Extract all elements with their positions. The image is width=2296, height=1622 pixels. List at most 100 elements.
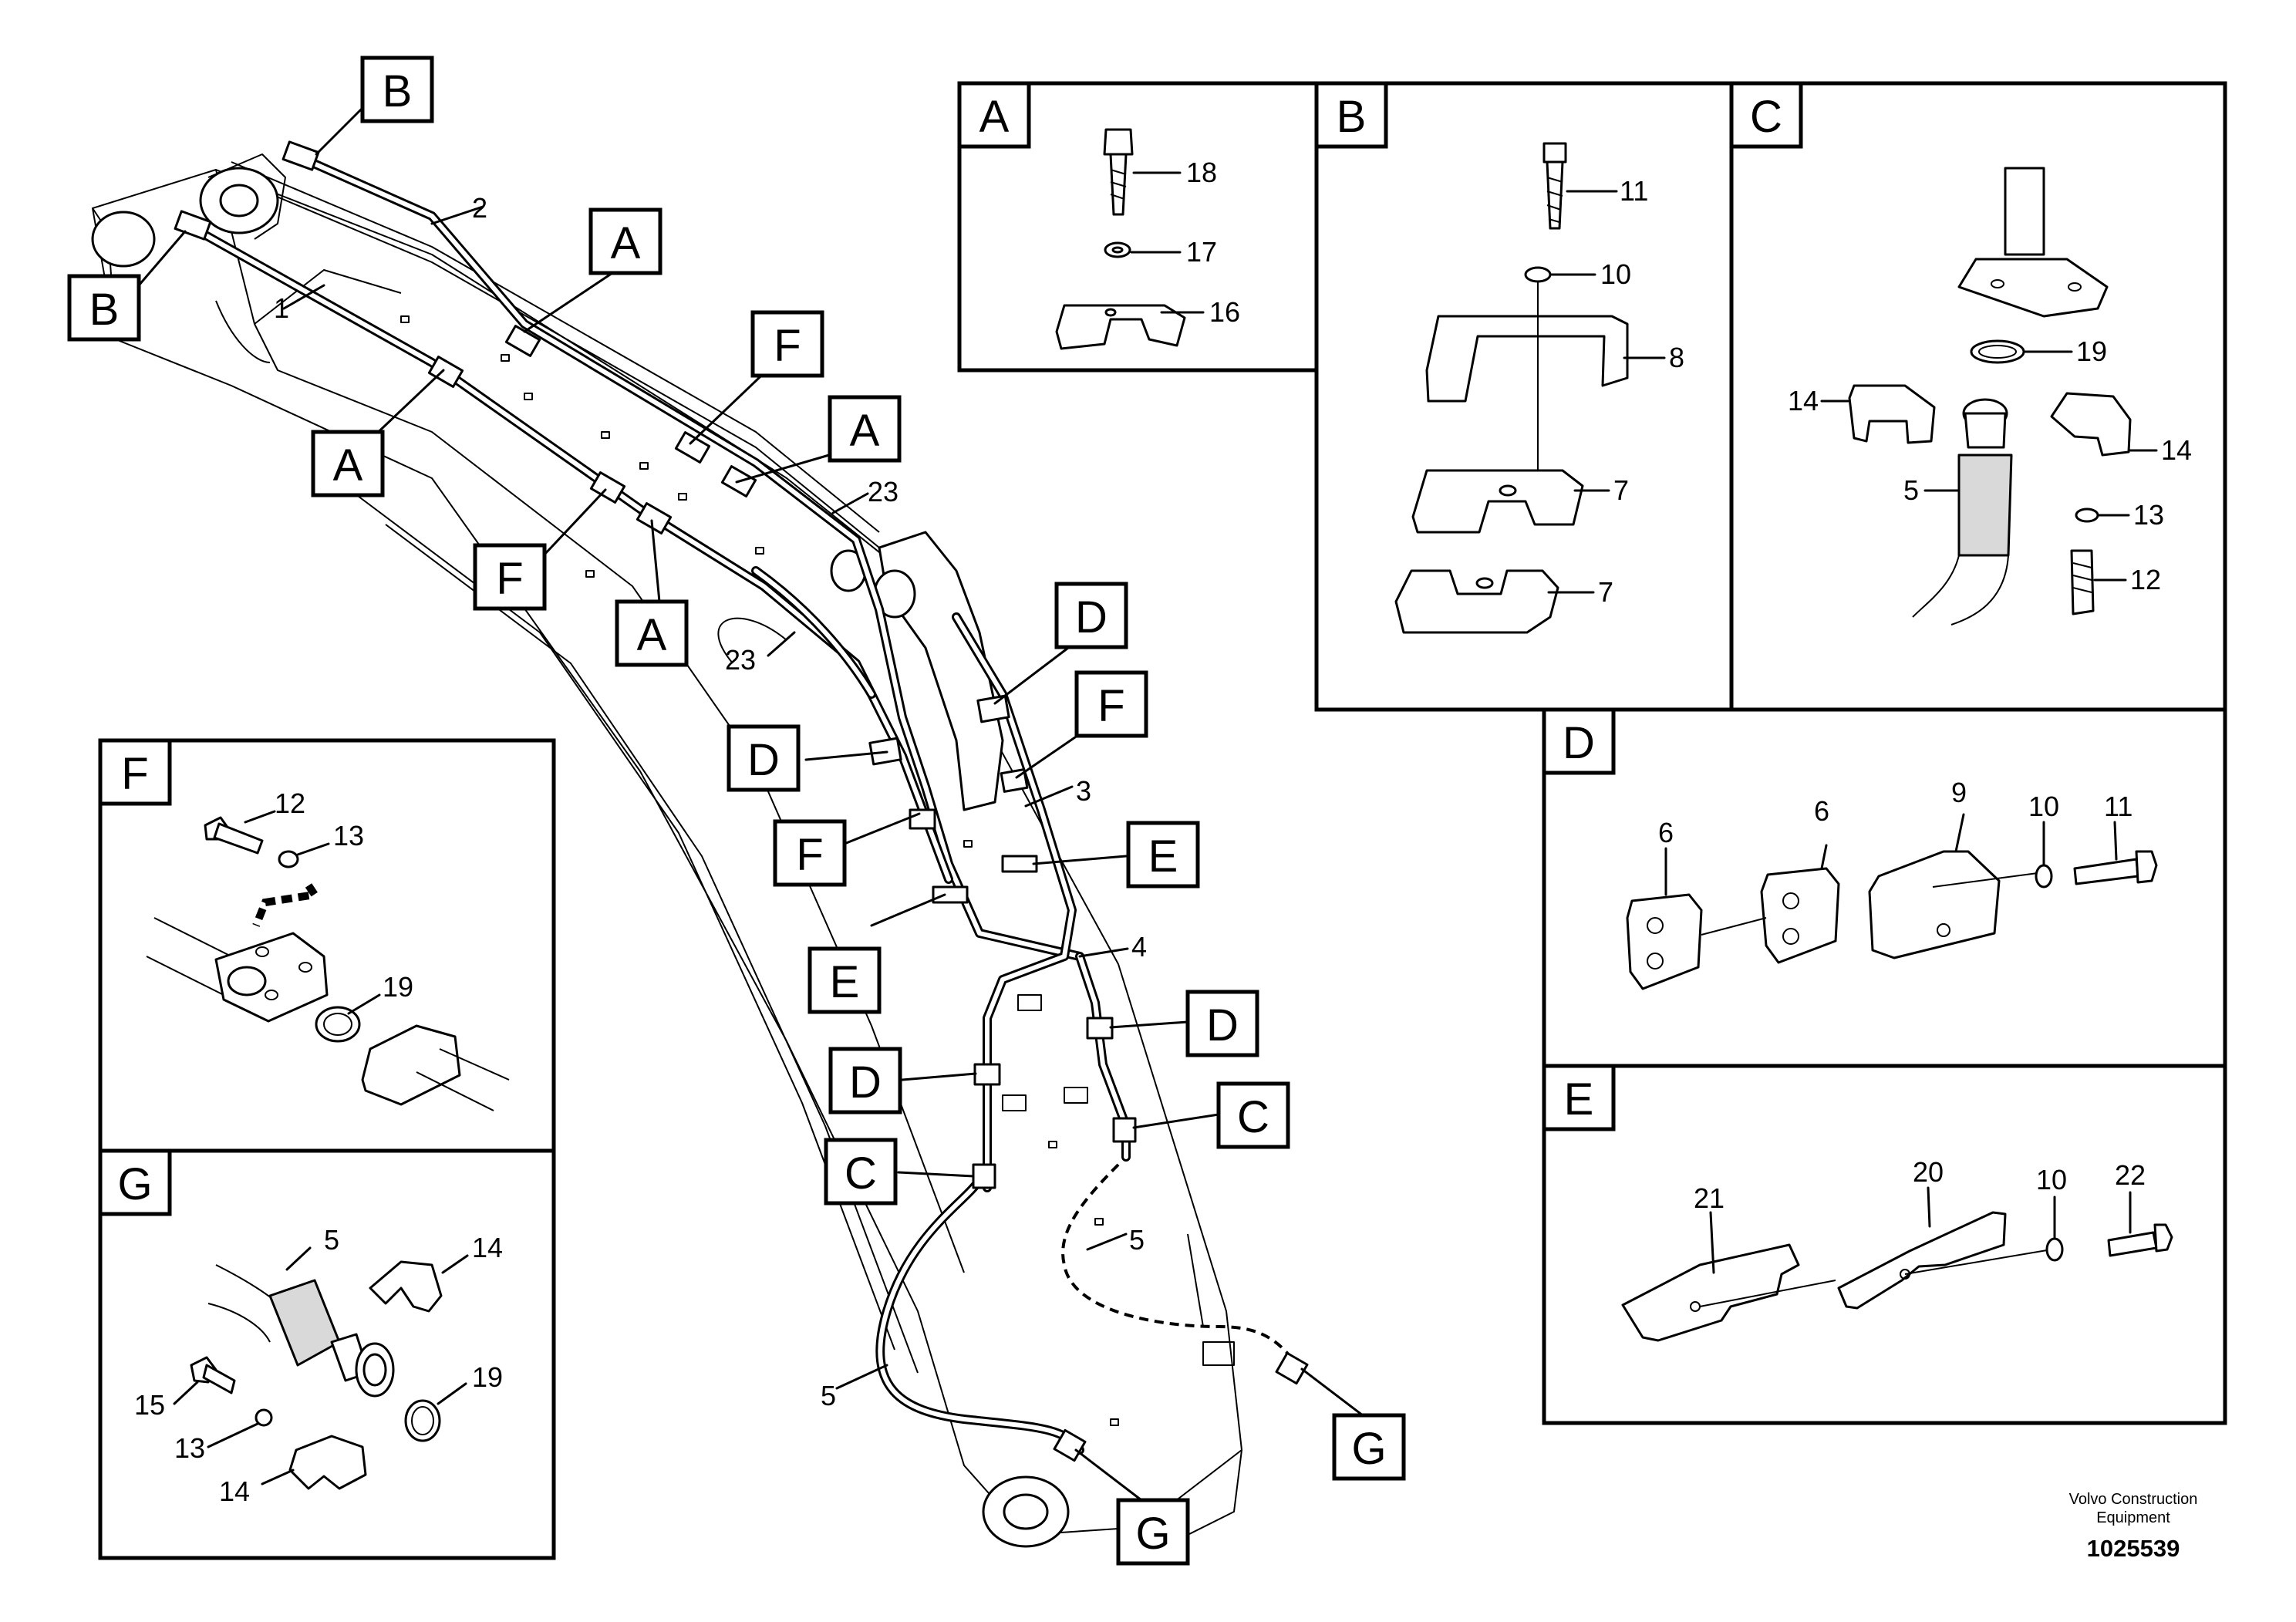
detail-panel-C: C 19 14 14 5 13 12 [1729,81,2227,712]
bolt-markers [400,315,1235,1426]
svg-text:15: 15 [134,1389,165,1421]
boom-drawing [91,153,1242,1548]
letter-box-A-1: A [588,207,663,275]
letter-box-E-2: E [807,946,882,1014]
svg-text:5: 5 [1903,474,1919,506]
svg-text:18: 18 [1186,157,1217,188]
letter-box-F-2: F [473,543,547,611]
svg-text:12: 12 [2130,564,2161,595]
letter-box-A-2: A [311,430,385,497]
svg-text:A: A [850,406,880,456]
svg-text:9: 9 [1951,777,1967,808]
svg-text:14: 14 [219,1475,250,1507]
svg-text:17: 17 [1186,236,1217,268]
letter-box-A-3: A [828,395,902,463]
svg-text:11: 11 [2104,791,2132,822]
item-number-23-lower: 23 [725,644,756,676]
svg-text:7: 7 [1598,576,1613,608]
svg-text:6: 6 [1814,795,1829,827]
svg-text:22: 22 [2115,1159,2146,1191]
svg-text:10: 10 [2036,1164,2067,1195]
letter-box-G-1: G [1332,1413,1406,1481]
svg-text:E: E [830,957,860,1007]
svg-text:E: E [1148,831,1178,882]
svg-text:6: 6 [1658,817,1674,848]
company-name-line1: Volvo Construction [2069,1491,2198,1508]
svg-text:12: 12 [275,787,305,819]
svg-text:F: F [496,554,523,604]
company-name-line2: Equipment [2096,1509,2170,1526]
detail-panel-G: G 5 14 19 15 13 14 [98,1148,556,1560]
svg-text:C: C [1750,92,1782,142]
letter-box-B-left: B [67,274,141,342]
svg-text:14: 14 [1788,385,1819,416]
item-number-4: 4 [1131,931,1147,963]
svg-text:19: 19 [2076,336,2107,367]
drawing-footer: Volvo Construction Equipment 1025539 [2069,1491,2198,1562]
svg-text:D: D [747,735,780,785]
item-number-2: 2 [472,192,487,224]
svg-text:B: B [1337,92,1367,142]
svg-text:5: 5 [324,1224,339,1256]
drawing-number: 1025539 [2087,1535,2180,1562]
svg-text:B: B [383,66,413,116]
svg-text:13: 13 [174,1432,205,1464]
svg-text:D: D [1206,1000,1239,1050]
svg-text:13: 13 [2133,499,2164,531]
item-number-23-upper: 23 [868,476,899,508]
letter-box-G-2: G [1116,1498,1190,1566]
main-item-numbers: 2 1 23 23 3 4 5 5 [274,192,1147,1411]
svg-text:16: 16 [1209,296,1240,328]
svg-text:G: G [1351,1424,1386,1474]
svg-text:20: 20 [1913,1156,1944,1188]
letter-box-F-1: F [750,310,824,378]
item-number-5-solid: 5 [821,1380,836,1411]
svg-text:G: G [117,1159,152,1209]
letter-box-F-4: F [773,819,847,887]
svg-text:19: 19 [472,1361,503,1393]
svg-text:10: 10 [1600,258,1631,290]
letter-box-D-4: D [828,1047,902,1114]
item-number-3: 3 [1076,775,1091,807]
svg-text:D: D [1075,592,1108,642]
letter-box-D-1: D [1054,582,1128,649]
svg-text:14: 14 [472,1232,503,1263]
item-number-5-dashed: 5 [1129,1224,1145,1256]
svg-text:F: F [1097,681,1124,731]
svg-text:13: 13 [333,820,364,851]
svg-text:F: F [796,830,823,880]
letter-box-B-top: B [360,56,434,123]
svg-text:11: 11 [1620,175,1648,207]
letter-box-E-1: E [1126,821,1200,889]
detail-panel-B: B 11 10 8 7 7 [1314,81,1734,712]
letter-box-D-3: D [1185,990,1259,1057]
svg-text:19: 19 [383,971,413,1003]
svg-text:B: B [89,285,120,335]
svg-text:14: 14 [2161,434,2192,466]
svg-text:A: A [333,440,363,491]
detail-panel-E: E 21 20 10 22 [1542,1064,2227,1425]
svg-text:A: A [637,610,667,660]
svg-text:D: D [1563,718,1595,768]
main-leaders [137,106,1374,1502]
detail-panel-F: F 12 13 19 [98,738,556,1153]
svg-text:C: C [1237,1092,1269,1142]
svg-text:F: F [121,749,148,799]
svg-text:7: 7 [1613,474,1629,506]
svg-text:8: 8 [1669,342,1684,373]
letter-box-F-3: F [1074,670,1148,738]
svg-text:E: E [1564,1074,1594,1125]
letter-box-A-4: A [615,599,689,667]
line-clamps [174,140,1309,1462]
detail-panel-D: D 6 6 9 10 11 [1542,707,2227,1068]
svg-text:D: D [849,1057,882,1108]
svg-text:A: A [979,92,1010,142]
detail-panel-A: A 18 17 16 [957,81,1319,373]
svg-text:F: F [774,321,801,371]
svg-text:A: A [611,218,641,268]
svg-text:C: C [845,1148,877,1199]
svg-text:21: 21 [1694,1182,1725,1214]
svg-text:10: 10 [2028,791,2059,822]
letter-box-D-2: D [727,724,801,792]
